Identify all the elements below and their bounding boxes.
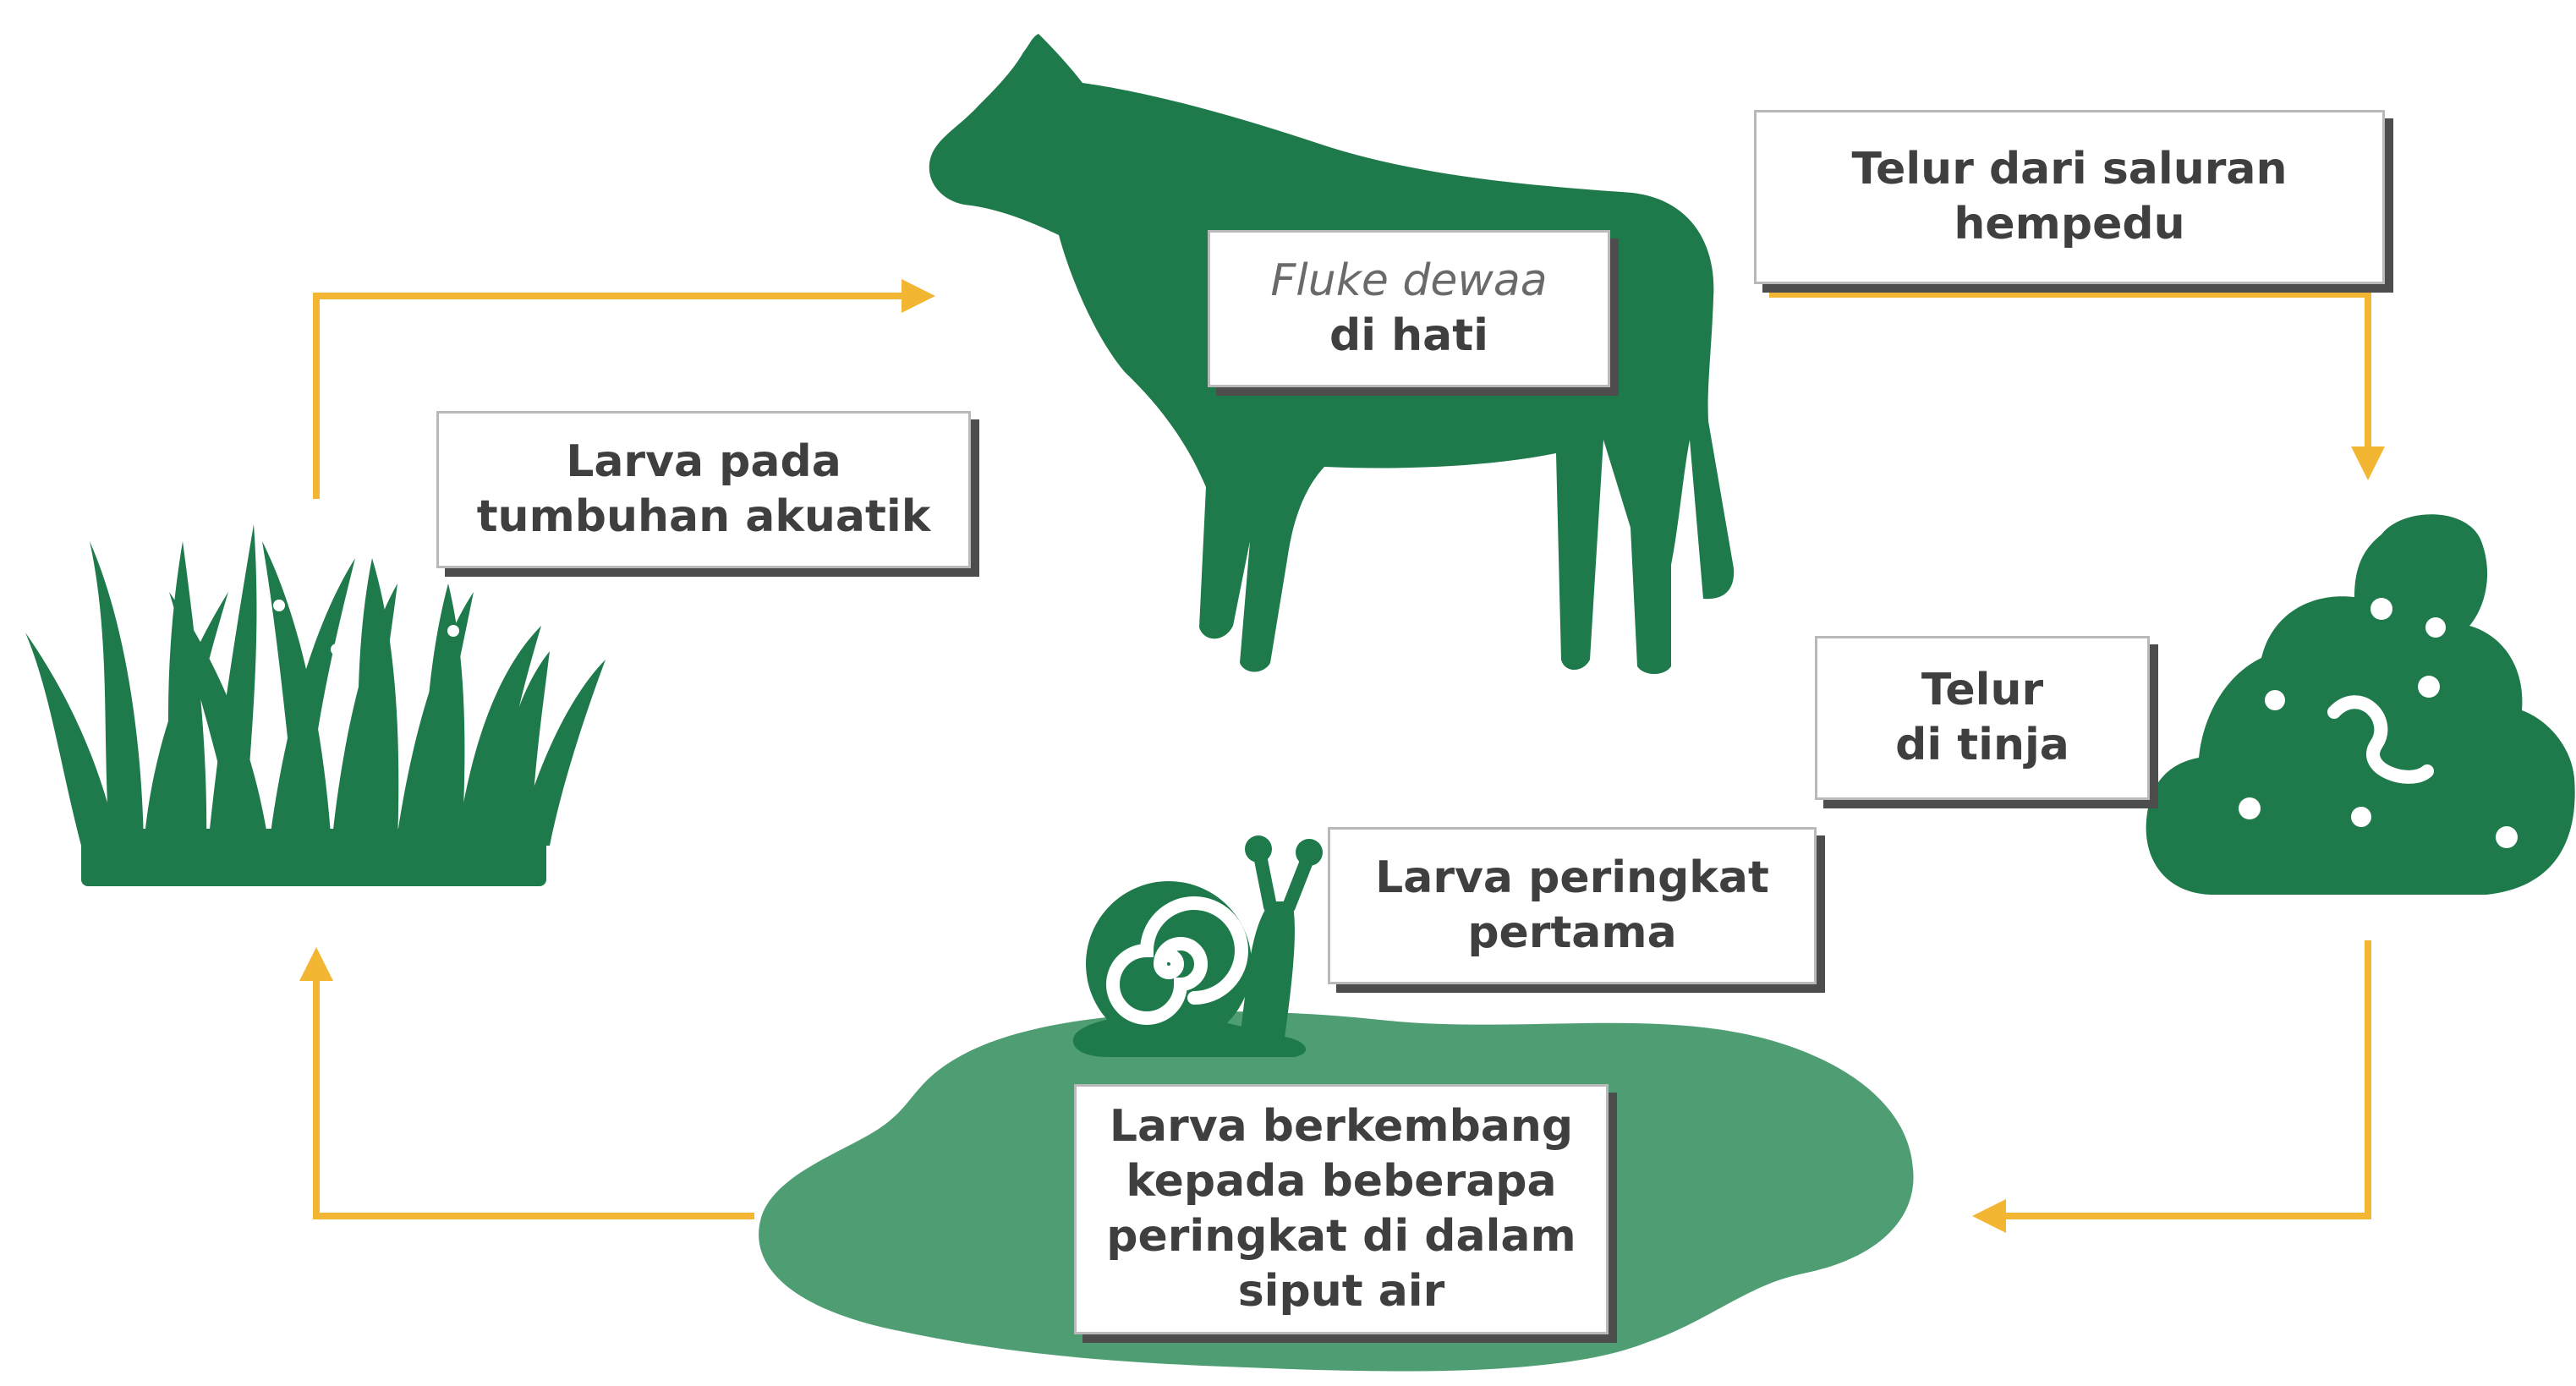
arrow-feces-to-pond <box>1979 940 2368 1216</box>
feces-icon <box>2146 514 2575 895</box>
arrow-sheep-to-feces <box>1769 294 2368 474</box>
label-plant-line1: Larva pada <box>477 435 931 490</box>
label-plant-line2: tumbuhan akuatik <box>477 490 931 545</box>
label-adult-line1: Fluke dewaa <box>1270 254 1547 309</box>
label-eggs-feces: Telur di tinja <box>1815 636 2150 800</box>
label-snail-line4: siput air <box>1106 1264 1576 1319</box>
label-snail-line2: kepada beberapa <box>1106 1154 1576 1209</box>
label-adult-fluke: Fluke dewaa di hati <box>1208 230 1610 387</box>
label-feces-line1: Telur <box>1895 663 2069 718</box>
label-snail-line3: peringkat di dalam <box>1106 1209 1576 1264</box>
label-feces-line2: di tinja <box>1895 718 2069 773</box>
label-larva-in-snail: Larva berkembang kepada beberapa peringk… <box>1074 1084 1609 1334</box>
label-first-stage-larva: Larva peringkat pertama <box>1328 827 1817 984</box>
label-first-line2: pertama <box>1375 906 1769 961</box>
label-snail-line1: Larva berkembang <box>1106 1099 1576 1154</box>
label-adult-line2: di hati <box>1270 309 1547 364</box>
label-larva-on-plants: Larva pada tumbuhan akuatik <box>436 411 971 568</box>
label-bile-line2: hempedu <box>1852 197 2288 252</box>
arrow-pond-to-plants <box>316 954 754 1216</box>
label-bile-line1: Telur dari saluran <box>1852 142 2288 197</box>
label-eggs-bile-duct: Telur dari saluran hempedu <box>1754 110 2385 284</box>
snail-icon <box>1073 835 1323 1057</box>
label-first-line1: Larva peringkat <box>1375 851 1769 906</box>
plants-icon <box>25 524 606 886</box>
